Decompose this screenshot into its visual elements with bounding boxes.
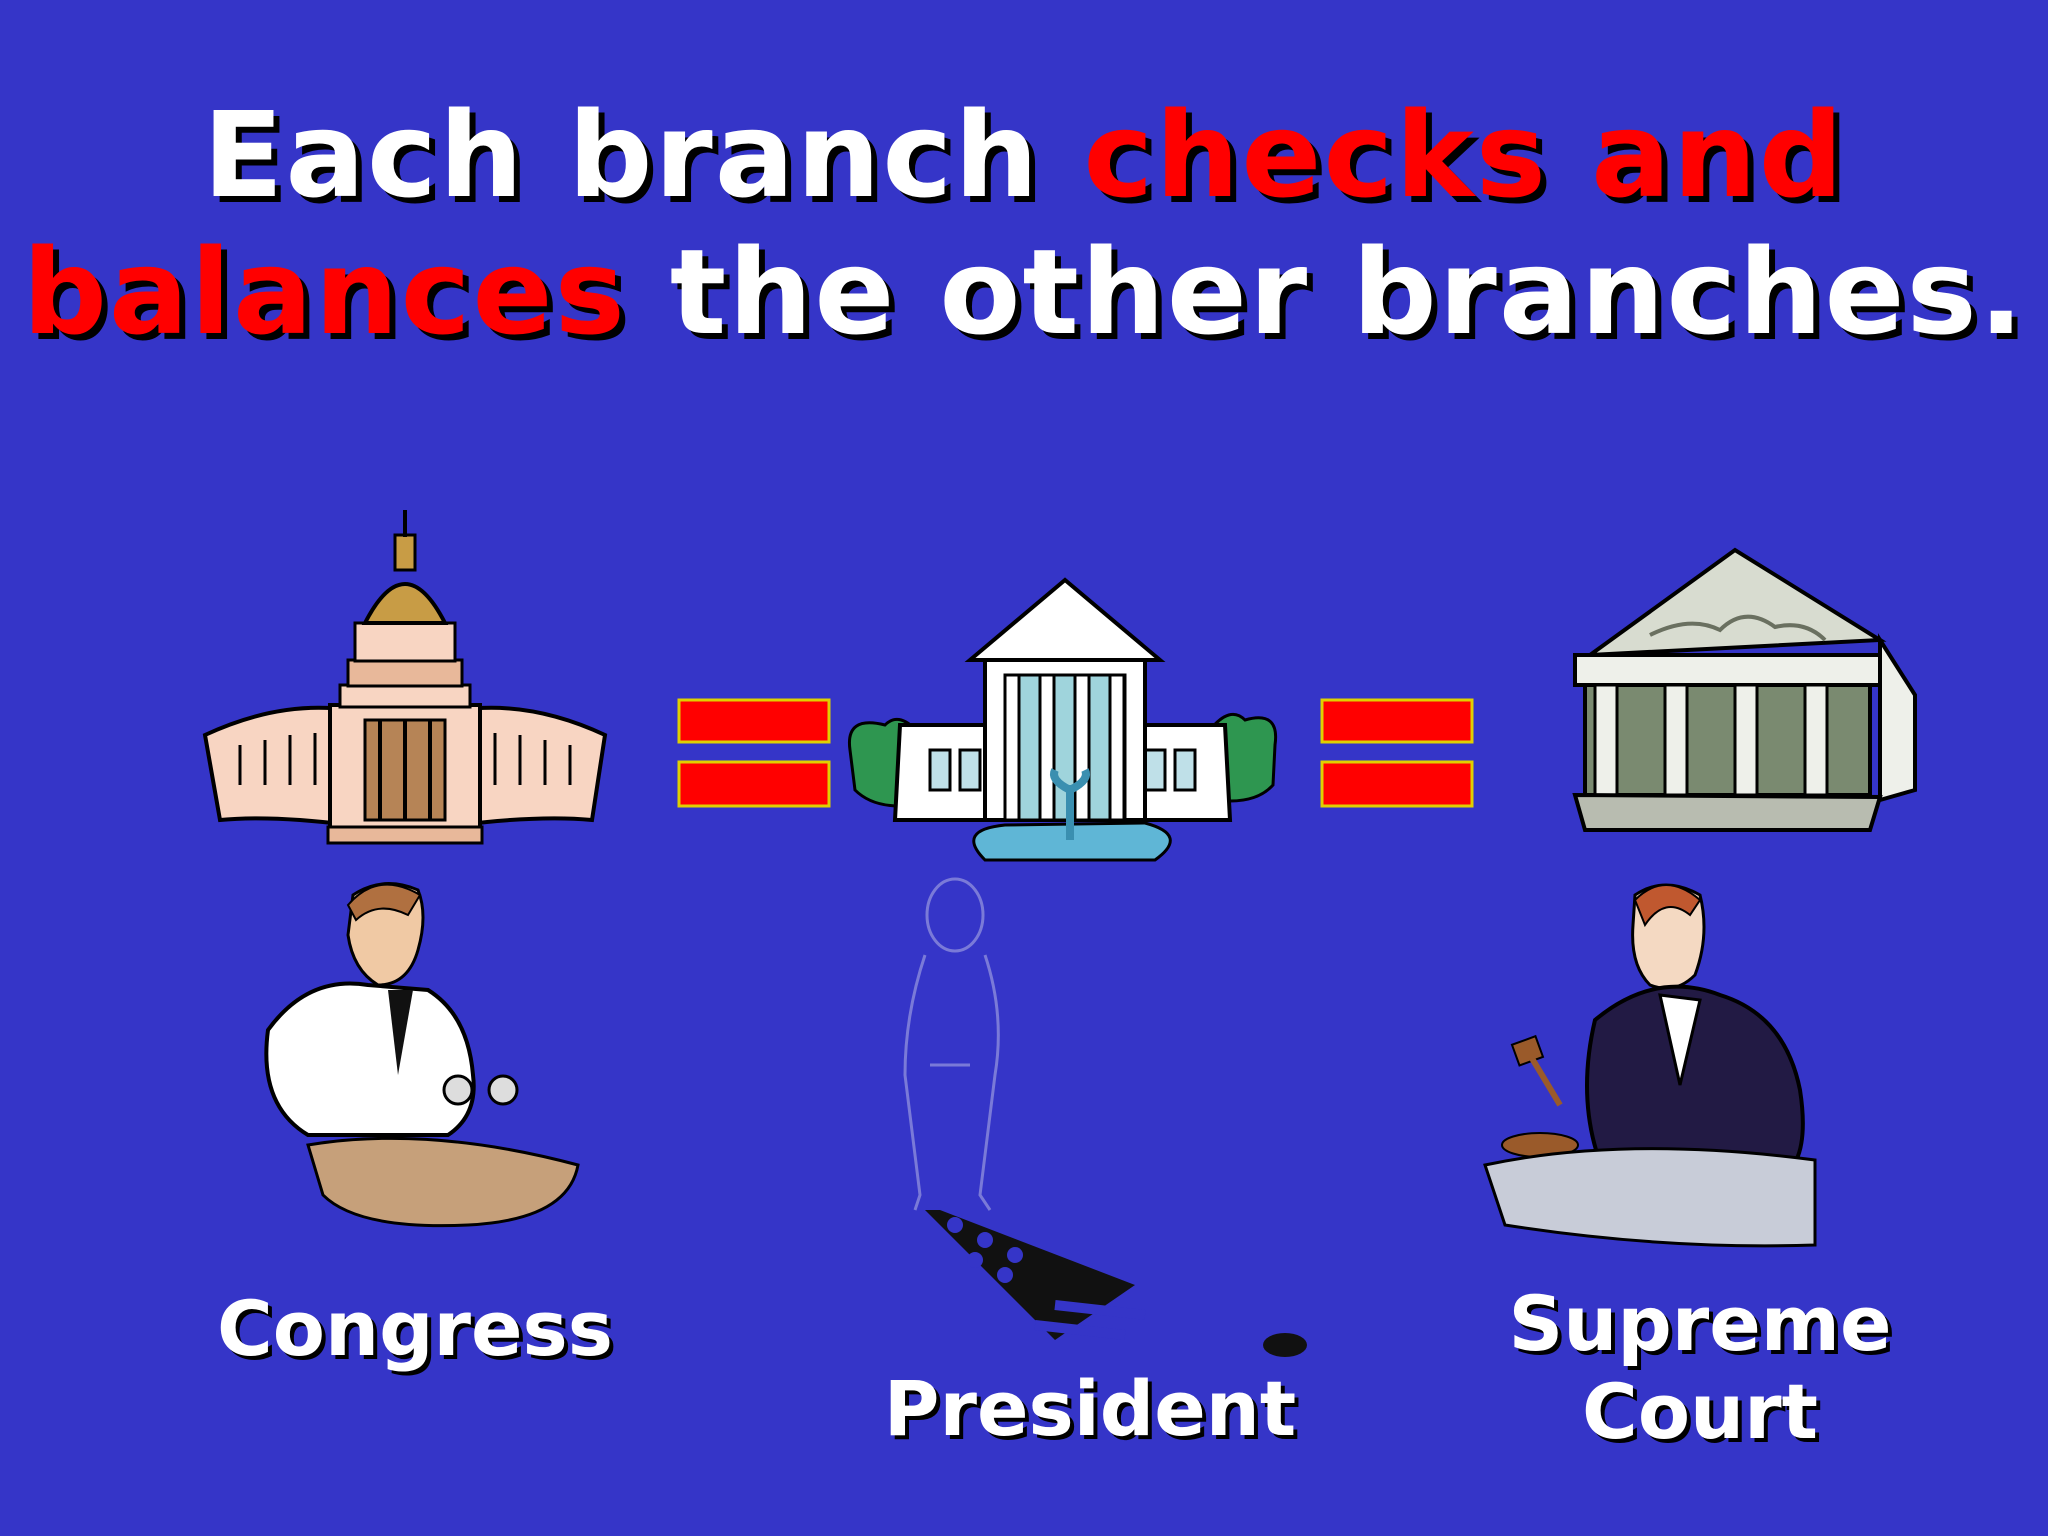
congressman-at-podium-icon	[264, 882, 580, 1228]
president-label: President	[883, 1364, 1297, 1453]
supreme-court-building-icon	[1572, 547, 1917, 832]
slide-title-line-1: Each branch checks and	[0, 85, 2048, 225]
congress-label: Congress	[217, 1284, 613, 1373]
title-red-part-1: checks and	[1083, 86, 1846, 224]
supreme-court-label-line-1: Supreme	[1508, 1279, 1892, 1368]
equals-sign-icon	[677, 698, 831, 808]
president-silhouette-icon	[903, 877, 1307, 1357]
judge-with-gavel-icon	[1483, 883, 1817, 1248]
supreme-court-label-line-2: Court	[1582, 1367, 1818, 1456]
slide-title-line-2: balances the other branches.	[0, 222, 2048, 362]
white-house-icon	[847, 577, 1278, 862]
title-white-part-2: the other branches.	[626, 223, 2026, 361]
equals-sign-icon	[1320, 698, 1474, 808]
title-red-part-2: balances	[22, 223, 627, 361]
capitol-building-icon	[202, 510, 608, 845]
title-white-part-1: Each branch	[202, 86, 1084, 224]
supreme-court-label: Supreme Court	[1480, 1280, 1920, 1456]
